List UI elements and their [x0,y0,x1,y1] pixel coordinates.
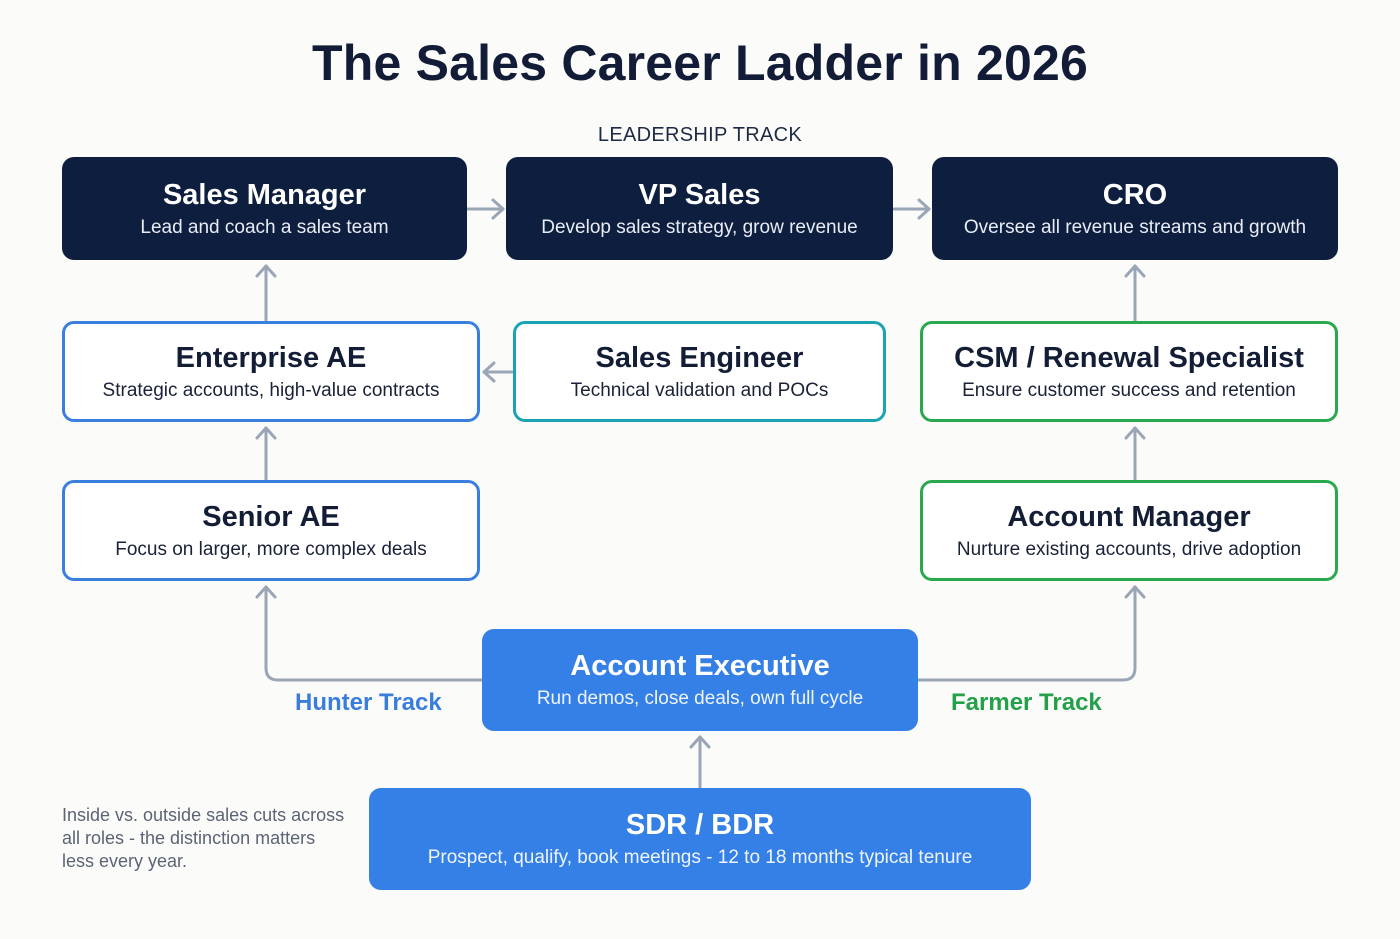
role-description: Prospect, qualify, book meetings - 12 to… [427,847,973,868]
role-title: Enterprise AE [175,341,367,374]
role-account-executive: Account Executive Run demos, close deals… [482,629,918,731]
role-csm-renewal-specialist: CSM / Renewal Specialist Ensure customer… [920,321,1338,422]
role-vp-sales: VP Sales Develop sales strategy, grow re… [506,157,893,260]
role-title: VP Sales [638,178,761,211]
role-title: Senior AE [202,500,340,533]
role-account-manager: Account Manager Nurture existing account… [920,480,1338,581]
page-title: The Sales Career Ladder in 2026 [311,35,1089,91]
role-senior-ae: Senior AE Focus on larger, more complex … [62,480,480,581]
hunter-track-label: Hunter Track [295,689,442,716]
role-description: Develop sales strategy, grow revenue [541,216,858,238]
arrow-am-to-csm [1124,426,1146,482]
role-enterprise-ae: Enterprise AE Strategic accounts, high-v… [62,321,480,422]
role-title: Sales Engineer [595,341,804,374]
role-cro: CRO Oversee all revenue streams and grow… [932,157,1338,260]
role-description: Ensure customer success and retention [962,379,1296,401]
arrow-manager-to-vp [466,198,505,220]
role-title: SDR / BDR [625,809,775,841]
role-sales-manager: Sales Manager Lead and coach a sales tea… [62,157,467,260]
role-title: Sales Manager [162,178,367,211]
leadership-track-label: LEADERSHIP TRACK [597,124,803,146]
role-title: CSM / Renewal Specialist [954,341,1304,374]
role-description: Oversee all revenue streams and growth [963,216,1307,238]
role-description: Technical validation and POCs [570,379,829,401]
arrow-csm-to-cro [1124,264,1146,323]
role-sdr-bdr: SDR / BDR Prospect, qualify, book meetin… [369,788,1031,890]
farmer-track-label: Farmer Track [951,689,1102,716]
footnote: Inside vs. outside sales cuts across all… [62,805,345,871]
role-title: CRO [1102,178,1168,211]
role-title: Account Manager [1007,500,1251,533]
arrow-ae-to-senior [255,585,484,682]
role-description: Run demos, close deals, own full cycle [536,688,864,709]
arrow-senior-to-enterprise [255,426,277,482]
arrow-sdr-to-ae [689,735,711,789]
arrow-ae-to-am [916,585,1146,682]
role-description: Strategic accounts, high-value contracts [102,379,440,401]
arrow-engineer-to-enterprise [482,361,515,383]
role-sales-engineer: Sales Engineer Technical validation and … [513,321,886,422]
role-description: Lead and coach a sales team [140,216,389,238]
arrow-vp-to-cro [892,198,931,220]
role-title: Account Executive [570,650,830,682]
role-description: Focus on larger, more complex deals [115,538,427,560]
role-description: Nurture existing accounts, drive adoptio… [956,538,1302,560]
arrow-enterprise-to-manager [255,264,277,323]
